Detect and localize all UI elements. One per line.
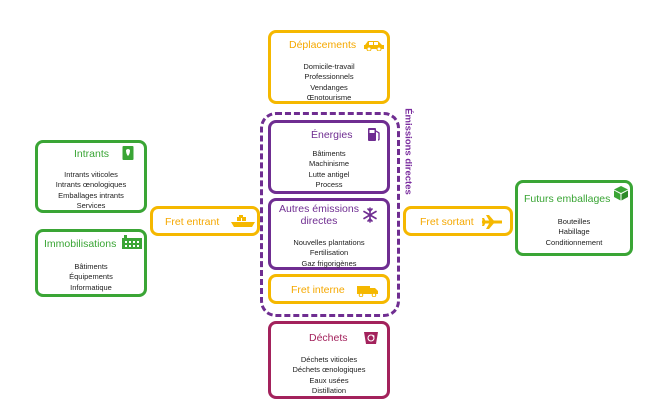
energies-title: Énergies: [311, 129, 353, 141]
list-item: Habillage: [558, 227, 590, 237]
list-item: Déchets viticoles: [300, 355, 358, 364]
list-item: Lutte antigel: [308, 169, 350, 179]
dechets-list: Déchets viticoles Déchets œnologiques Ea…: [271, 355, 387, 397]
intrants-list: Intrants viticoles Intrants œnologiques …: [38, 170, 144, 212]
bottle-icon: [122, 146, 134, 160]
fret-entrant-title: Fret entrant: [165, 216, 220, 228]
airplane-icon: [482, 215, 502, 229]
list-item: Conditionnement: [545, 237, 603, 247]
immobilisations-list: Bâtiments Équipements Informatique: [38, 262, 144, 293]
intrants-box: Intrants Intrants viticoles Intrants œno…: [35, 140, 147, 213]
list-item: Bâtiments: [74, 262, 108, 271]
car-icon: [364, 41, 384, 51]
list-item: Fertilisation: [309, 248, 349, 258]
fret-interne-box: Fret interne: [268, 274, 390, 304]
dechets-title: Déchets: [309, 332, 348, 344]
list-item: Nouvelles plantations: [293, 238, 365, 247]
intrants-title: Intrants: [74, 148, 110, 160]
box-icon: [614, 186, 628, 201]
emissions-directes-frame: [260, 112, 400, 317]
list-item: Machinisme: [308, 159, 349, 169]
list-item: Bâtiments: [312, 149, 346, 158]
list-item: Bouteilles: [557, 217, 591, 226]
deplacements-title: Déplacements: [289, 39, 357, 51]
dechets-box: Déchets Déchets viticoles Déchets œnolog…: [268, 321, 390, 399]
ship-icon: [231, 215, 255, 227]
autres-emissions-title-line1: Autres émissions: [279, 203, 359, 215]
truck-icon: [357, 286, 378, 297]
autres-emissions-list: Nouvelles plantations Fertilisation Gaz …: [271, 238, 387, 269]
list-item: Intrants viticoles: [64, 170, 118, 179]
list-item: Distillation: [311, 386, 347, 396]
list-item: Déchets œnologiques: [292, 365, 366, 375]
list-item: Vendanges: [310, 82, 348, 92]
list-item: Informatique: [70, 282, 112, 292]
list-item: Emballages intrants: [58, 190, 124, 200]
emissions-directes-label: Émissions directes: [402, 108, 414, 195]
autres-emissions-title: Autres émissions directes: [279, 203, 359, 227]
list-item: Process: [315, 180, 343, 190]
autres-emissions-box: Autres émissions directes Nouvelles plan…: [268, 198, 390, 270]
list-item: Professionnels: [304, 72, 354, 82]
futurs-emballages-title: Futurs emballages: [524, 193, 611, 205]
list-item: Équipements: [69, 272, 113, 282]
fret-sortant-title: Fret sortant: [420, 216, 474, 228]
deplacements-list: Domicile-travail Professionnels Vendange…: [271, 62, 387, 104]
deplacements-box: Déplacements Domicile-travail Profession…: [268, 30, 390, 104]
factory-icon: [122, 235, 142, 249]
list-item: Domicile-travail: [303, 62, 355, 71]
immobilisations-box: Immobilisations Bâtiments Équipements In…: [35, 229, 147, 297]
list-item: Eaux usées: [309, 375, 349, 385]
autres-emissions-title-line2: directes: [300, 215, 338, 227]
futurs-emballages-list: Bouteilles Habillage Conditionnement: [518, 217, 630, 248]
list-item: Œnotourisme: [306, 93, 352, 103]
immobilisations-title: Immobilisations: [44, 238, 117, 250]
list-item: Intrants œnologiques: [55, 180, 127, 190]
snowflake-icon: [363, 207, 377, 223]
fret-sortant-box: Fret sortant: [403, 206, 513, 236]
list-item: Services: [76, 201, 106, 211]
energies-box: Énergies Bâtiments Machinisme Lutte anti…: [268, 120, 390, 194]
fret-entrant-box: Fret entrant: [150, 206, 260, 236]
fret-interne-title: Fret interne: [291, 284, 345, 296]
futurs-emballages-box: Futurs emballages Bouteilles Habillage C…: [515, 180, 633, 256]
fuel-pump-icon: [368, 128, 380, 141]
list-item: Gaz frigorigènes: [301, 258, 357, 268]
energies-list: Bâtiments Machinisme Lutte antigel Proce…: [271, 149, 387, 191]
recycle-bin-icon: [364, 332, 378, 344]
